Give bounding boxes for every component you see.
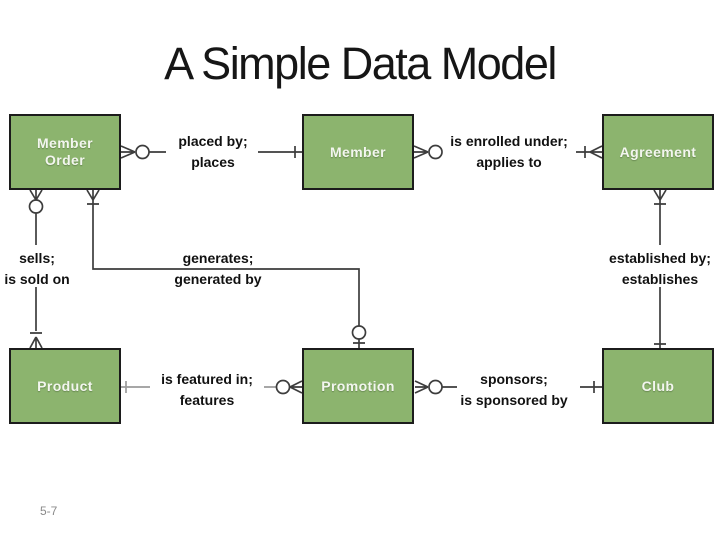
entity-promotion: Promotion [302, 348, 414, 424]
relationship-label-generates: generates; generated by [174, 250, 262, 287]
entity-label: Promotion [321, 377, 395, 394]
entity-club: Club [602, 348, 714, 424]
connector-enrolled-under [413, 144, 603, 160]
entity-member: Member [302, 114, 414, 190]
relationship-label-placed-by: placed by; places [178, 133, 248, 170]
connector-placed-by [120, 144, 302, 160]
connector-sponsors [414, 379, 602, 395]
relationship-label-sells: sells; is sold on [4, 250, 70, 287]
relationship-label-sponsors: sponsors; is sponsored by [460, 371, 568, 408]
entity-label: Club [641, 377, 675, 394]
relationship-label-featured-in: is featured in; features [161, 371, 253, 408]
entity-label: Product [37, 377, 93, 394]
connector-generates [86, 189, 367, 348]
connector-established-by [653, 189, 667, 348]
connector-sells [28, 189, 44, 349]
relationship-label-enrolled-under: is enrolled under; applies to [450, 133, 568, 170]
entity-label: Member [329, 143, 387, 160]
connector-featured-in [121, 379, 303, 395]
entity-label: Agreement [619, 143, 697, 160]
entity-agreement: Agreement [602, 114, 714, 190]
page-number: 5-7 [40, 504, 58, 518]
entity-member-order: Member Order [9, 114, 121, 190]
slide-title: A Simple Data Model [164, 38, 557, 89]
entity-label: Member Order [36, 135, 94, 168]
relationship-label-established-by: established by; establishes [609, 250, 711, 287]
entity-product: Product [9, 348, 121, 424]
